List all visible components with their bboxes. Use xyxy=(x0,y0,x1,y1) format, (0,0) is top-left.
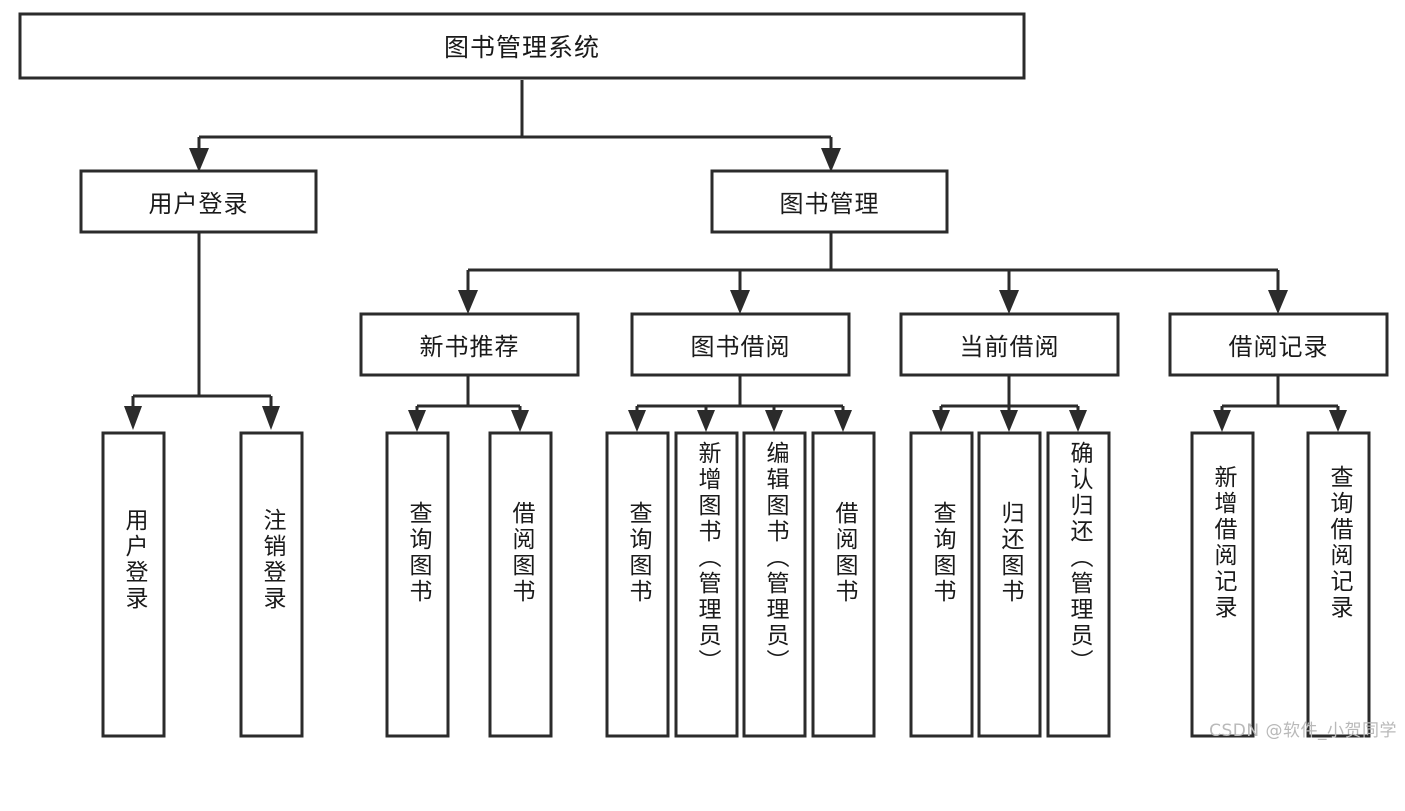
node-box-leaf-confirm-return[interactable] xyxy=(1046,431,1111,738)
arrow-head-leaf-return-book xyxy=(1000,410,1018,432)
arrow-head-leaf-user-logout xyxy=(262,406,280,430)
arrow-head-book-borrow xyxy=(730,290,750,314)
arrow-head-leaf-add-record xyxy=(1213,410,1231,432)
node-box-leaf-user-login[interactable] xyxy=(101,431,166,738)
arrow-head-leaf-query-record xyxy=(1329,410,1347,432)
arrow-head-leaf-user-login xyxy=(124,406,142,430)
arrow-head-current-borrow xyxy=(999,290,1019,314)
connector-currentborrow-to-leaves xyxy=(932,375,1087,432)
connector-root-to-level2 xyxy=(189,80,841,172)
node-box-book-borrow[interactable] xyxy=(630,312,851,377)
node-box-leaf-query-record[interactable] xyxy=(1306,431,1371,738)
connector-userlogin-to-leaves xyxy=(124,232,280,430)
node-box-leaf-borrow-book-2[interactable] xyxy=(811,431,876,738)
connector-borrowrecord-to-leaves xyxy=(1213,375,1347,432)
node-box-user-login[interactable] xyxy=(79,169,318,234)
arrow-head-new-book-recommend xyxy=(458,290,478,314)
node-box-current-borrow[interactable] xyxy=(899,312,1120,377)
node-box-leaf-add-book[interactable] xyxy=(674,431,739,738)
arrow-head-leaf-borrow-book-2 xyxy=(834,410,852,432)
node-box-new-book-recommend[interactable] xyxy=(359,312,580,377)
node-box-leaf-edit-book[interactable] xyxy=(742,431,807,738)
flowchart-canvas: 图书管理系统 用户登录 图书管理 新书推荐 图书借阅 当前借阅 借阅记录 用户登… xyxy=(18,12,1397,741)
arrow-head-leaf-confirm-return xyxy=(1069,410,1087,432)
arrow-head-borrow-record xyxy=(1268,290,1288,314)
hierarchy-diagram-svg xyxy=(18,12,1389,738)
node-box-leaf-query-book-3[interactable] xyxy=(909,431,974,738)
arrow-head-leaf-borrow-book-1 xyxy=(511,410,529,432)
connector-bookmanagement-to-level3 xyxy=(458,232,1288,314)
connector-bookborrow-to-leaves xyxy=(628,375,852,432)
node-box-leaf-query-book-1[interactable] xyxy=(385,431,450,738)
connector-newbook-to-leaves xyxy=(408,375,529,432)
arrow-head-leaf-query-book-2 xyxy=(628,410,646,432)
node-box-borrow-record[interactable] xyxy=(1168,312,1389,377)
node-box-leaf-query-book-2[interactable] xyxy=(605,431,670,738)
arrow-head-user-login xyxy=(189,148,209,172)
arrow-head-book-management xyxy=(821,148,841,172)
node-box-leaf-add-record[interactable] xyxy=(1190,431,1255,738)
node-box-leaf-user-logout[interactable] xyxy=(239,431,304,738)
node-box-root[interactable] xyxy=(18,12,1026,80)
node-box-leaf-borrow-book-1[interactable] xyxy=(488,431,553,738)
arrow-head-leaf-add-book xyxy=(697,410,715,432)
arrow-head-leaf-edit-book xyxy=(765,410,783,432)
node-box-book-management[interactable] xyxy=(710,169,949,234)
arrow-head-leaf-query-book-3 xyxy=(932,410,950,432)
node-box-leaf-return-book[interactable] xyxy=(977,431,1042,738)
arrow-head-leaf-query-book-1 xyxy=(408,410,426,432)
